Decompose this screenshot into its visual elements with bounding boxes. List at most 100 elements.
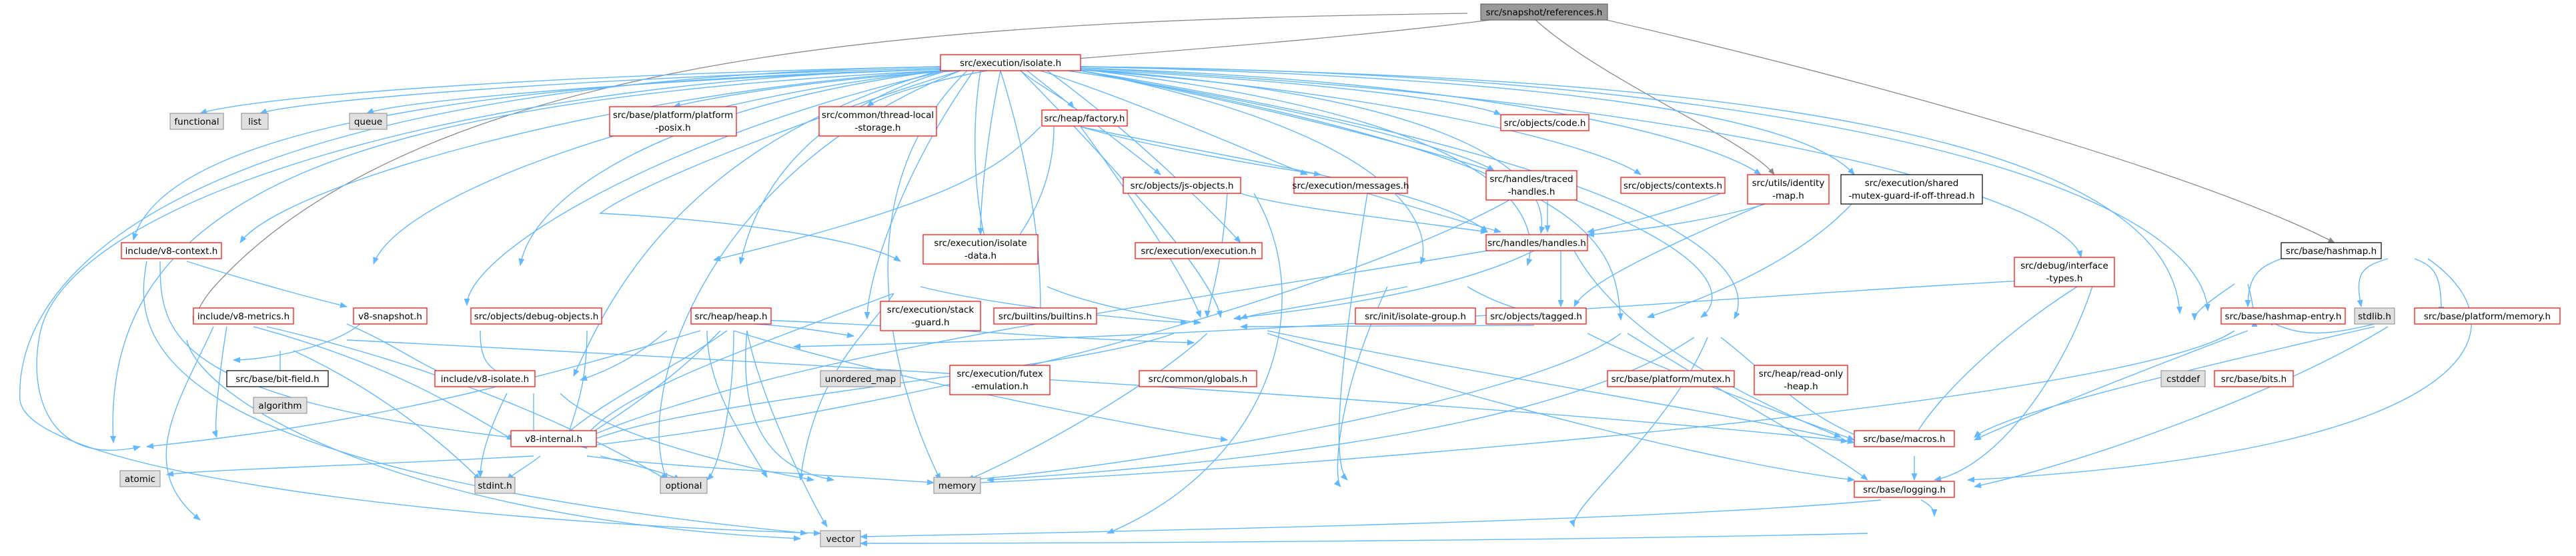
edge	[553, 330, 728, 446]
node-utils-identity-map[interactable]: src/utils/identity -map.h	[1747, 174, 1830, 205]
node-handles-traced[interactable]: src/handles/traced -handles.h	[1485, 170, 1577, 201]
node-list[interactable]: list	[241, 113, 269, 130]
edge	[1240, 193, 1489, 235]
node-isolate-data[interactable]: src/execution/isolate -data.h	[922, 234, 1039, 265]
node-unordered-map[interactable]: unordered_map	[820, 370, 901, 387]
node-thread-local-storage[interactable]: src/common/thread-local -storage.h	[818, 106, 937, 137]
node-objects-js-objects[interactable]: src/objects/js-objects.h	[1123, 177, 1241, 194]
edge	[2414, 258, 2445, 315]
edge	[1020, 70, 1075, 109]
node-memory[interactable]: memory	[933, 477, 981, 494]
edge	[706, 330, 768, 478]
svg-text:queue: queue	[354, 117, 382, 127]
svg-text:src/handles/handles.h: src/handles/handles.h	[1487, 238, 1586, 249]
edge	[199, 66, 941, 115]
edge	[186, 261, 348, 308]
node-objects-contexts[interactable]: src/objects/contexts.h	[1620, 177, 1726, 194]
node-base-bits[interactable]: src/base/bits.h	[2214, 370, 2294, 387]
node-heap-read-only-heap[interactable]: src/heap/read-only -heap.h	[1754, 365, 1848, 395]
node-base-bit-field[interactable]: src/base/bit-field.h	[226, 370, 329, 387]
node-base-hashmap[interactable]: src/base/hashmap.h	[2281, 242, 2382, 259]
edge	[165, 326, 214, 521]
node-heap-heap[interactable]: src/heap/heap.h	[690, 307, 772, 325]
edge	[1067, 70, 1495, 171]
node-snapshot-references[interactable]: src/snapshot/references.h	[1480, 3, 1608, 21]
svg-text:src/common/thread-local: src/common/thread-local	[822, 110, 934, 121]
svg-text:src/base/platform/mutex.h: src/base/platform/mutex.h	[1612, 374, 1731, 385]
edge	[109, 70, 941, 444]
edge	[1573, 193, 1788, 308]
edge	[1966, 258, 2472, 483]
edge	[132, 69, 941, 241]
edge	[143, 261, 808, 536]
edge	[211, 326, 227, 439]
node-execution-stack-guard[interactable]: src/execution/stack -guard.h	[880, 301, 981, 331]
node-v8-internal[interactable]: v8-internal.h	[510, 430, 597, 447]
edge	[36, 69, 941, 451]
node-objects-debug-objects[interactable]: src/objects/debug-objects.h	[470, 307, 602, 325]
node-platform-memory[interactable]: src/base/platform/memory.h	[2414, 307, 2561, 325]
node-atomic[interactable]: atomic	[119, 470, 161, 487]
node-platform-posix[interactable]: src/base/platform/platform -posix.h	[609, 106, 737, 137]
node-init-isolate-group[interactable]: src/init/isolate-group.h	[1355, 307, 1476, 325]
node-builtins-builtins[interactable]: src/builtins/builtins.h	[993, 307, 1097, 325]
svg-text:-posix.h: -posix.h	[655, 123, 690, 133]
node-objects-code[interactable]: src/objects/code.h	[1500, 114, 1589, 131]
edge	[1204, 193, 1228, 319]
edge	[1239, 323, 1535, 330]
node-include-v8-isolate[interactable]: include/v8-isolate.h	[434, 370, 536, 387]
node-optional[interactable]: optional	[660, 477, 708, 494]
node-heap-factory[interactable]: src/heap/factory.h	[1041, 109, 1128, 127]
edge	[859, 499, 1882, 540]
edge	[259, 67, 941, 115]
edge	[1080, 126, 1488, 233]
node-include-v8-metrics[interactable]: include/v8-metrics.h	[193, 307, 294, 325]
node-base-macros[interactable]: src/base/macros.h	[1854, 430, 1955, 447]
edge	[1080, 69, 1502, 115]
node-execution-futex-emulation[interactable]: src/execution/futex -emulation.h	[949, 365, 1051, 395]
node-platform-mutex[interactable]: src/base/platform/mutex.h	[1607, 370, 1735, 387]
node-functional[interactable]: functional	[169, 113, 224, 130]
edge	[1573, 250, 1842, 438]
edge	[1267, 333, 1856, 483]
node-execution-messages[interactable]: src/execution/messages.h	[1292, 177, 1409, 194]
edge	[1047, 286, 1202, 325]
svg-text:src/base/bit-field.h: src/base/bit-field.h	[235, 374, 319, 385]
node-queue[interactable]: queue	[349, 113, 388, 130]
svg-text:stdint.h: stdint.h	[478, 481, 512, 491]
svg-text:src/handles/traced: src/handles/traced	[1489, 174, 1573, 185]
node-vector[interactable]: vector	[820, 530, 861, 547]
node-common-globals[interactable]: src/common/globals.h	[1139, 370, 1257, 387]
node-shared-mutex-guard[interactable]: src/execution/shared -mutex-guard-if-off…	[1840, 174, 1983, 205]
svg-text:optional: optional	[666, 481, 702, 491]
node-include-v8-context[interactable]: include/v8-context.h	[121, 242, 222, 259]
edge	[1080, 70, 1740, 319]
svg-text:src/objects/contexts.h: src/objects/contexts.h	[1624, 181, 1722, 191]
svg-text:include/v8-isolate.h: include/v8-isolate.h	[441, 374, 529, 385]
node-algorithm[interactable]: algorithm	[253, 397, 307, 414]
node-base-logging[interactable]: src/base/logging.h	[1854, 481, 1955, 498]
edge	[864, 70, 975, 320]
node-cstddef[interactable]: cstddef	[2160, 370, 2206, 387]
svg-text:src/objects/debug-objects.h: src/objects/debug-objects.h	[474, 311, 599, 322]
edge	[464, 70, 948, 307]
node-debug-interface-types[interactable]: src/debug/interface -types.h	[2014, 257, 2115, 287]
edge	[712, 126, 1041, 261]
node-hashmap-entry[interactable]: src/base/hashmap-entry.h	[2220, 307, 2346, 325]
edge	[706, 330, 734, 481]
edge	[1080, 126, 1322, 177]
node-execution-execution[interactable]: src/execution/execution.h	[1135, 242, 1263, 259]
edge	[159, 261, 535, 443]
node-stdlib-h[interactable]: stdlib.h	[2354, 307, 2395, 325]
node-objects-tagged[interactable]: src/objects/tagged.h	[1485, 307, 1587, 325]
svg-text:src/heap/factory.h: src/heap/factory.h	[1045, 113, 1125, 124]
edge	[566, 330, 588, 439]
svg-text:-heap.h: -heap.h	[1784, 381, 1818, 392]
node-handles-handles[interactable]: src/handles/handles.h	[1485, 234, 1588, 251]
edge	[1587, 333, 1856, 441]
node-stdint-h[interactable]: stdint.h	[474, 477, 516, 494]
svg-text:src/execution/execution.h: src/execution/execution.h	[1141, 246, 1256, 257]
node-v8-snapshot[interactable]: v8-snapshot.h	[353, 307, 428, 325]
node-isolate[interactable]: src/execution/isolate.h	[940, 54, 1081, 71]
